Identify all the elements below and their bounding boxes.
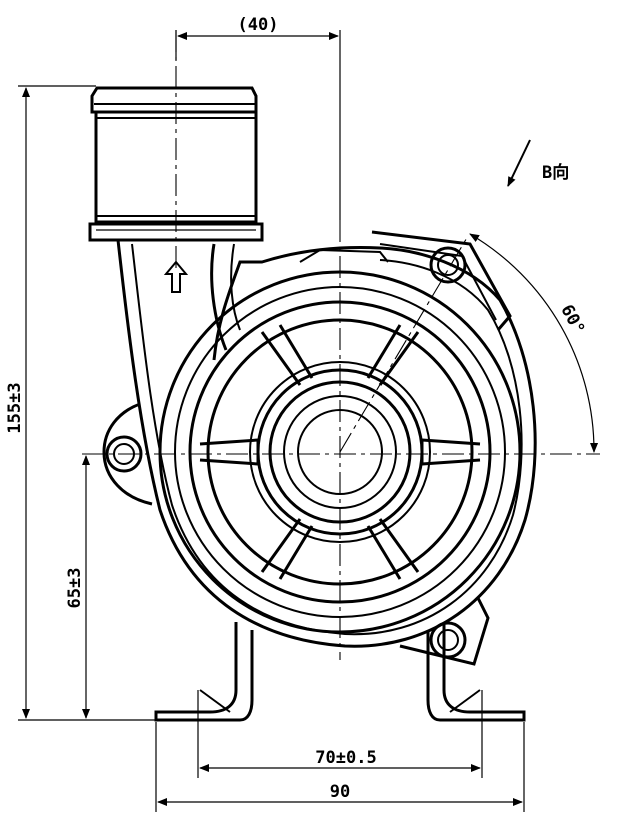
dim-total-height: 155±3 [5, 85, 156, 721]
view-direction-label: B向 [542, 162, 569, 183]
dim-top-offset-label: (40) [238, 15, 279, 35]
dim-hole-spacing-label: 70±0.5 [315, 748, 376, 768]
dim-top-offset: (40) [175, 15, 341, 220]
dim-hole-spacing: 70±0.5 [197, 690, 483, 778]
flow-arrow [163, 260, 189, 293]
mounting-feet [154, 622, 526, 722]
centerlines [82, 30, 600, 660]
dim-angle-label: 60° [556, 301, 588, 338]
dim-base-width-label: 90 [330, 782, 350, 802]
dim-center-height: 65±3 [65, 455, 90, 719]
dim-base-width: 90 [155, 722, 525, 812]
dim-total-height-label: 155±3 [5, 382, 25, 433]
dim-angle: 60° [469, 233, 599, 453]
view-direction: B向 [507, 139, 569, 187]
dim-center-height-label: 65±3 [65, 568, 85, 609]
